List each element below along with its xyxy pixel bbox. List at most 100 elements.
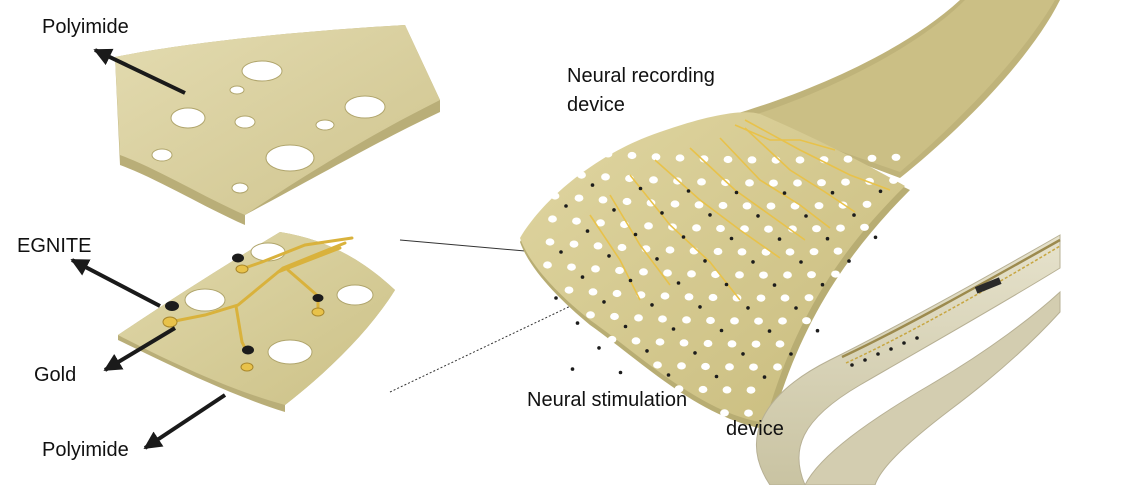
- perforation-hole: [627, 151, 637, 160]
- recording-holes: [540, 146, 901, 417]
- perforation-hole: [744, 409, 753, 417]
- recording-electrode: [580, 275, 585, 279]
- perforation-hole: [831, 270, 840, 278]
- recording-electrode: [708, 213, 712, 217]
- perforation-hole: [639, 268, 648, 276]
- recording-electrode: [741, 352, 745, 356]
- perforation-hole: [674, 385, 684, 393]
- perforation-hole: [601, 173, 610, 181]
- perforation-hole: [577, 171, 586, 179]
- electrode-layer: [118, 232, 395, 412]
- perforation-hole: [655, 338, 665, 346]
- perforation-hole: [720, 409, 729, 417]
- perforation-hole: [550, 192, 560, 200]
- perforation-hole: [663, 269, 672, 277]
- perforation-hole: [716, 224, 725, 233]
- perforation-hole: [745, 179, 754, 187]
- perforation-hole: [814, 202, 824, 210]
- recording-electrode: [820, 282, 825, 287]
- perforation-hole: [766, 202, 776, 210]
- perforation-hole: [708, 293, 718, 302]
- perforation-hole: [588, 288, 598, 296]
- recording-electrode: [873, 235, 878, 240]
- perforation-hole: [713, 247, 723, 256]
- recording-electrode: [878, 189, 883, 194]
- perforation-hole: [631, 337, 641, 345]
- recording-electrode: [655, 257, 659, 261]
- recording-electrode: [628, 278, 633, 283]
- recording-electrode: [703, 259, 707, 263]
- perforation-hole: [660, 292, 670, 300]
- recording-electrode: [762, 375, 767, 379]
- perforation-hole: [600, 404, 609, 413]
- perforation-hole: [889, 176, 898, 184]
- recording-electrode: [559, 250, 563, 254]
- perforation-hole: [746, 386, 756, 394]
- perforation-hole: [648, 407, 657, 415]
- label-gold: Gold: [34, 364, 77, 386]
- perforation-hole: [650, 384, 660, 392]
- perforation-hole: [615, 266, 624, 275]
- perforation-hole: [562, 309, 571, 317]
- perforation-hole: [788, 225, 797, 233]
- perforation-hole: [557, 355, 566, 363]
- recording-electrode: [724, 282, 729, 287]
- label-stimulation-line2: device: [726, 418, 784, 440]
- perforation-hole: [596, 219, 605, 227]
- recording-electrode: [698, 305, 702, 309]
- perforation-hole: [682, 316, 691, 324]
- perforation-hole: [727, 340, 737, 348]
- perforation-hole: [802, 317, 811, 325]
- perforation-hole: [591, 265, 600, 273]
- arrow-polyimide-bottom: [143, 393, 227, 450]
- recording-electrode: [645, 349, 649, 353]
- perforation-hole: [769, 179, 778, 187]
- polyimide-top-layer: [115, 25, 440, 225]
- recording-electrode: [575, 321, 580, 325]
- recording-electrode: [729, 236, 734, 241]
- perforation-hole: [692, 224, 701, 232]
- perforation-hole: [658, 315, 667, 323]
- recording-electrode: [777, 237, 782, 241]
- arrow-egnite: [70, 258, 161, 308]
- recording-electrode: [585, 229, 590, 233]
- label-recording-line1: Neural recording: [567, 65, 715, 87]
- recording-electrode: [782, 191, 787, 195]
- recording-electrode: [815, 328, 820, 333]
- perforation-hole: [545, 238, 555, 246]
- perforation-hole: [697, 178, 706, 186]
- recording-electrode: [799, 260, 803, 264]
- recording-electrode: [756, 214, 760, 218]
- perforation-hole: [651, 153, 661, 161]
- perforation-hole: [543, 261, 552, 269]
- recording-electrode: [804, 214, 808, 218]
- recording-electrode: [676, 281, 681, 285]
- perforation-hole: [626, 383, 636, 391]
- recording-electrode: [607, 254, 611, 258]
- perforation-hole: [665, 246, 675, 254]
- perforation-hole: [553, 169, 562, 177]
- recording-electrode: [847, 259, 851, 263]
- egnite-electrodes: [165, 253, 324, 355]
- perforation-hole: [867, 154, 877, 162]
- perforation-hole: [804, 294, 814, 302]
- perforation-hole: [603, 150, 613, 158]
- perforation-hole: [572, 217, 581, 225]
- perforation-hole: [569, 240, 579, 248]
- perforation-hole: [756, 294, 766, 302]
- recording-electrode: [746, 306, 750, 310]
- label-polyimide-bottom: Polyimide: [42, 439, 129, 461]
- recording-electrode: [671, 327, 676, 331]
- perforation-hole: [624, 406, 633, 414]
- perforation-hole: [795, 156, 805, 164]
- perforation-hole: [836, 224, 845, 232]
- perforation-hole: [817, 179, 826, 187]
- perforation-hole: [778, 317, 787, 325]
- label-recording-line2: device: [567, 94, 625, 116]
- gold-pads: [162, 264, 325, 372]
- perforation-hole: [747, 156, 757, 164]
- perforation-hole: [555, 146, 565, 154]
- recording-electrode: [830, 190, 835, 195]
- perforation-hole: [576, 403, 585, 411]
- recording-electrode: [650, 303, 654, 307]
